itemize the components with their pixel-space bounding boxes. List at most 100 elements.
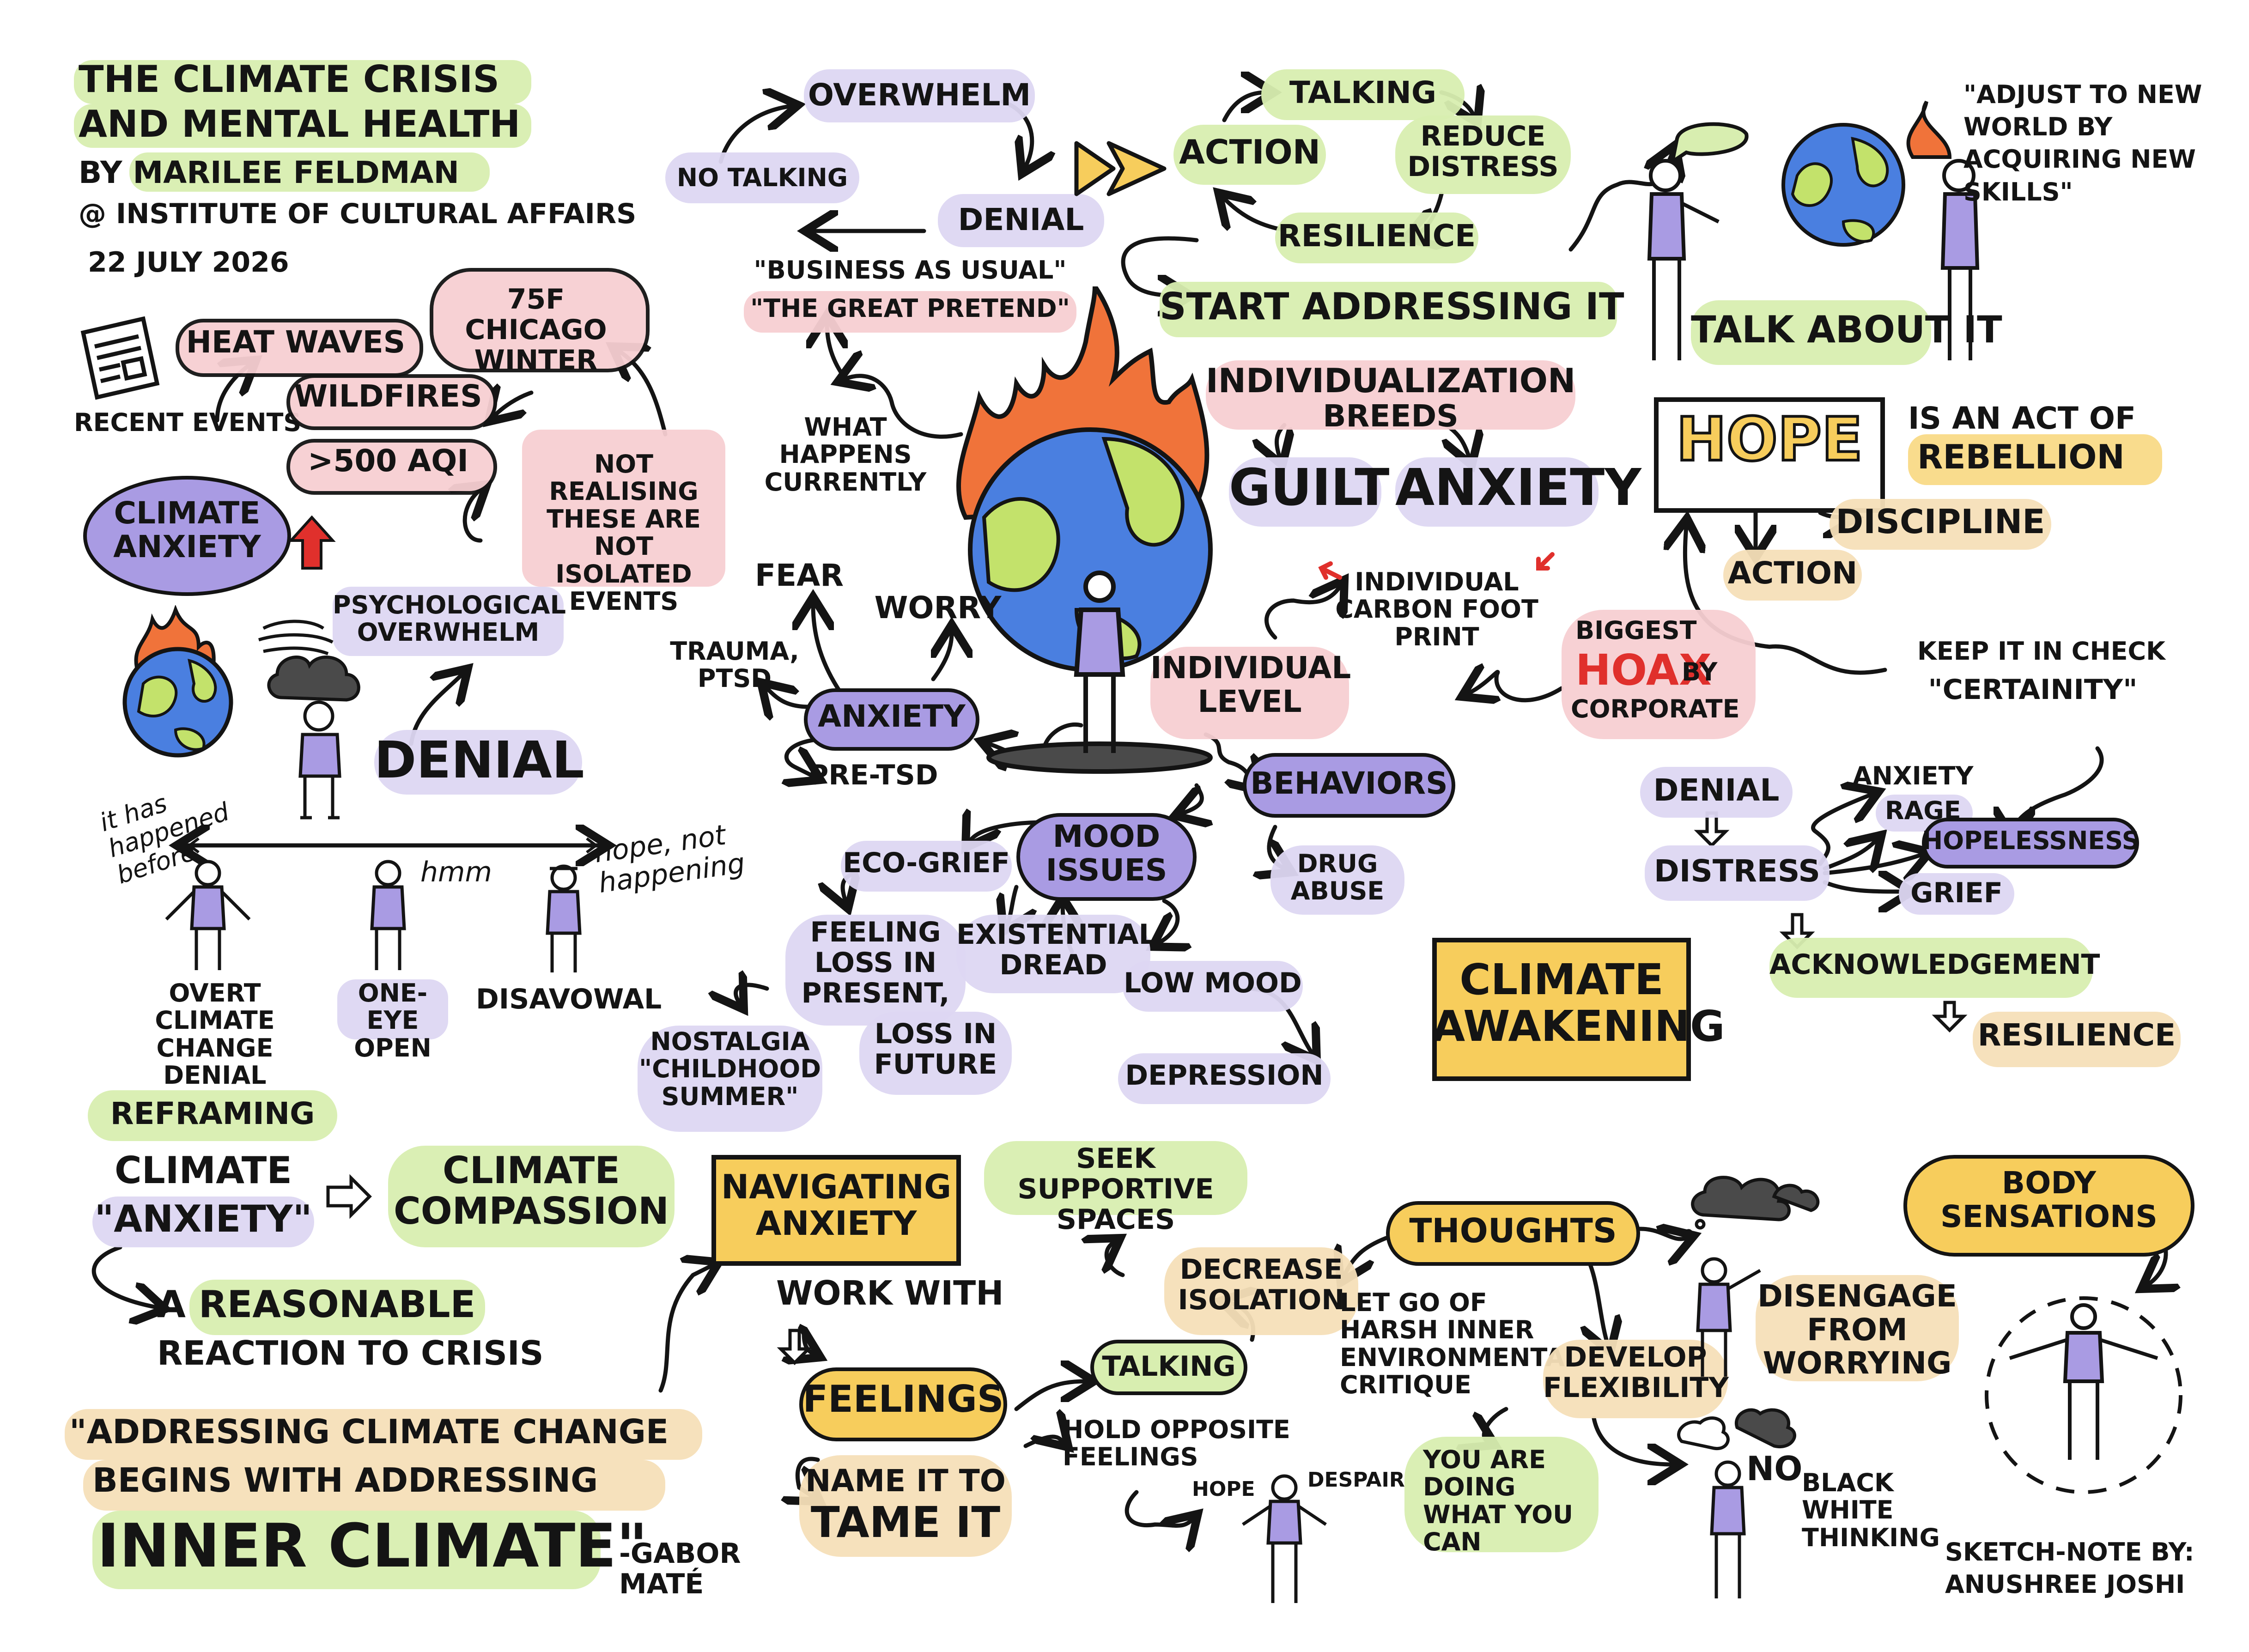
body-sensations-bubble [1903,1155,2194,1257]
climate-awakening-box [1432,938,1691,1081]
individualization-line-2: BREEDS [1323,398,1459,434]
hope-despair-figure [1242,1474,1327,1603]
title-highlight-2 [74,104,531,148]
credit-line-1: SKETCH-NOTE BY: [1945,1537,2194,1567]
overwhelm: OVERWHELM [808,77,1031,113]
nostalgia: NOSTALGIA "CHILDHOOD SUMMER" [638,1027,821,1111]
reduce-distress: REDUCE DISTRESS [1407,120,1559,183]
feeling-loss-highlight [785,915,966,1026]
biggest: BIGGEST [1575,616,1697,645]
name-it-2: TAME IT [810,1498,1001,1547]
one-eye-highlight [337,979,448,1039]
psych-overwhelm: PSYCHOLOGICAL OVERWHELM [333,590,566,647]
resilience-top: RESILIENCE [1277,218,1476,254]
loss-future-highlight [859,1012,1012,1095]
reframing-a: A [157,1283,186,1326]
seek-highlight [984,1141,1247,1215]
feelings-bubble [799,1367,1007,1441]
title-line-2: AND MENTAL HEALTH [79,103,521,146]
hope-action-highlight [1723,550,1862,601]
disengage-highlight [1756,1275,1959,1381]
individual-level-highlight [1150,647,1349,739]
quote-line-3: INNER CLIMATE" [97,1511,648,1581]
yellow-arrow-icon [1074,141,1167,196]
awakening-anxiety: ANXIETY [1853,761,1974,790]
talking-top-bubble [1261,69,1465,120]
develop-flexibility: DEVELOP FLEXIBILITY [1543,1341,1729,1404]
quote-line-2: BEGINS WITH ADDRESSING [92,1461,598,1500]
anxiety-guilt-highlight [1395,457,1599,527]
low-mood-highlight [1123,961,1303,1012]
distress: DISTRESS [1654,853,1820,889]
reduce-distress-bubble [1395,115,1571,194]
keep-in-check: KEEP IT IN CHECK [1917,637,2165,666]
name-it-1: NAME IT TO [805,1463,1006,1499]
discipline-highlight [1830,499,2051,550]
what-happens-currently: WHAT HAPPENS CURRENTLY [764,413,927,497]
guilt-highlight [1229,457,1381,527]
author: BY MARILEE FELDMAN [79,155,459,190]
start-addressing-highlight [1160,282,1617,337]
carbon-footprint: INDIVIDUAL CARBON FOOT PRINT [1335,567,1538,651]
quote-highlight-3 [92,1511,601,1589]
chicago-winter: 75F CHICAGO WINTER [465,283,607,377]
hoax-by: BY [1682,657,1718,686]
depression-highlight [1118,1053,1331,1104]
you-are-highlight [1404,1437,1599,1552]
navigating-box [711,1155,961,1266]
reframing: REFRAMING [110,1096,315,1131]
heat-waves-bubble [176,319,423,377]
low-mood: LOW MOOD [1124,967,1302,999]
hope-box [1654,397,1885,513]
reasonable: REASONABLE [199,1283,476,1326]
anxiety-center: ANXIETY [818,698,966,734]
certainity: "CERTAINITY" [1928,674,2138,706]
date: 22 JULY 2026 [88,246,289,279]
navigating-anxiety: NAVIGATING ANXIETY [721,1167,952,1243]
wildfires-bubble [286,374,497,430]
resilience-awakening-highlight [1973,1012,2181,1067]
denial-left: DENIAL [374,730,584,790]
fear: FEAR [754,558,844,593]
newspaper-icon [80,316,160,400]
denial-top: DENIAL [958,202,1084,237]
talking-top: TALKING [1289,75,1437,110]
denial-highlight [374,730,582,795]
discipline: DISCIPLINE [1836,502,2045,541]
hope-label: HOPE [1192,1477,1255,1501]
work-with: WORK WITH [776,1274,1004,1312]
not-isolated-highlight [522,430,725,587]
business-as-usual: "BUSINESS AS USUAL" [754,255,1067,285]
thoughts: THOUGHTS [1409,1211,1617,1250]
globe-on-fire-icon [122,605,233,758]
trauma-ptsd: TRAUMA, PTSD [670,637,799,693]
individualization-anxiety: ANXIETY [1395,458,1641,517]
individualization-line-1: INDIVIDUALIZATION [1206,361,1576,400]
drug-abuse-highlight [1270,845,1404,915]
body-figure-circle [1985,1296,2182,1494]
hopelessness-bubble [1922,818,2139,869]
action-top: ACTION [1179,133,1320,171]
reframing-climate: CLIMATE [115,1149,292,1192]
reframing-highlight [88,1090,337,1141]
anxiety-quote-highlight [92,1196,314,1247]
worry: WORRY [874,590,1002,626]
title-highlight-1 [74,60,531,104]
feelings: FEELINGS [802,1378,1004,1421]
quote-author: -GABOR MATÉ [619,1537,741,1600]
no-word: NO [1746,1449,1803,1488]
nostalgia-highlight [638,1026,822,1132]
black-white-thinking: BLACK WHITE THINKING [1802,1468,1940,1552]
loss-in-future: LOSS IN FUTURE [874,1018,997,1081]
individualization-highlight [1206,360,1575,430]
hope-rebellion-1: IS AN ACT OF [1908,401,2136,436]
disengage: DISENGAGE FROM WORRYING [1757,1278,1957,1381]
name-it-highlight [799,1455,1012,1557]
adjust-quote: "ADJUST TO NEW WORLD BY ACQUIRING NEW SK… [1963,80,2202,206]
climate-awakening: CLIMATE AWAKENING [1432,955,1725,1051]
storm-cloud-person-icon [258,620,360,820]
quote-highlight-1 [65,1409,702,1460]
recent-events-label: RECENT EVENTS [74,408,302,437]
hope-rebellion-2: REBELLION [1917,437,2125,476]
seek-supportive: SEEK SUPPORTIVE SPACES [1017,1142,1214,1236]
